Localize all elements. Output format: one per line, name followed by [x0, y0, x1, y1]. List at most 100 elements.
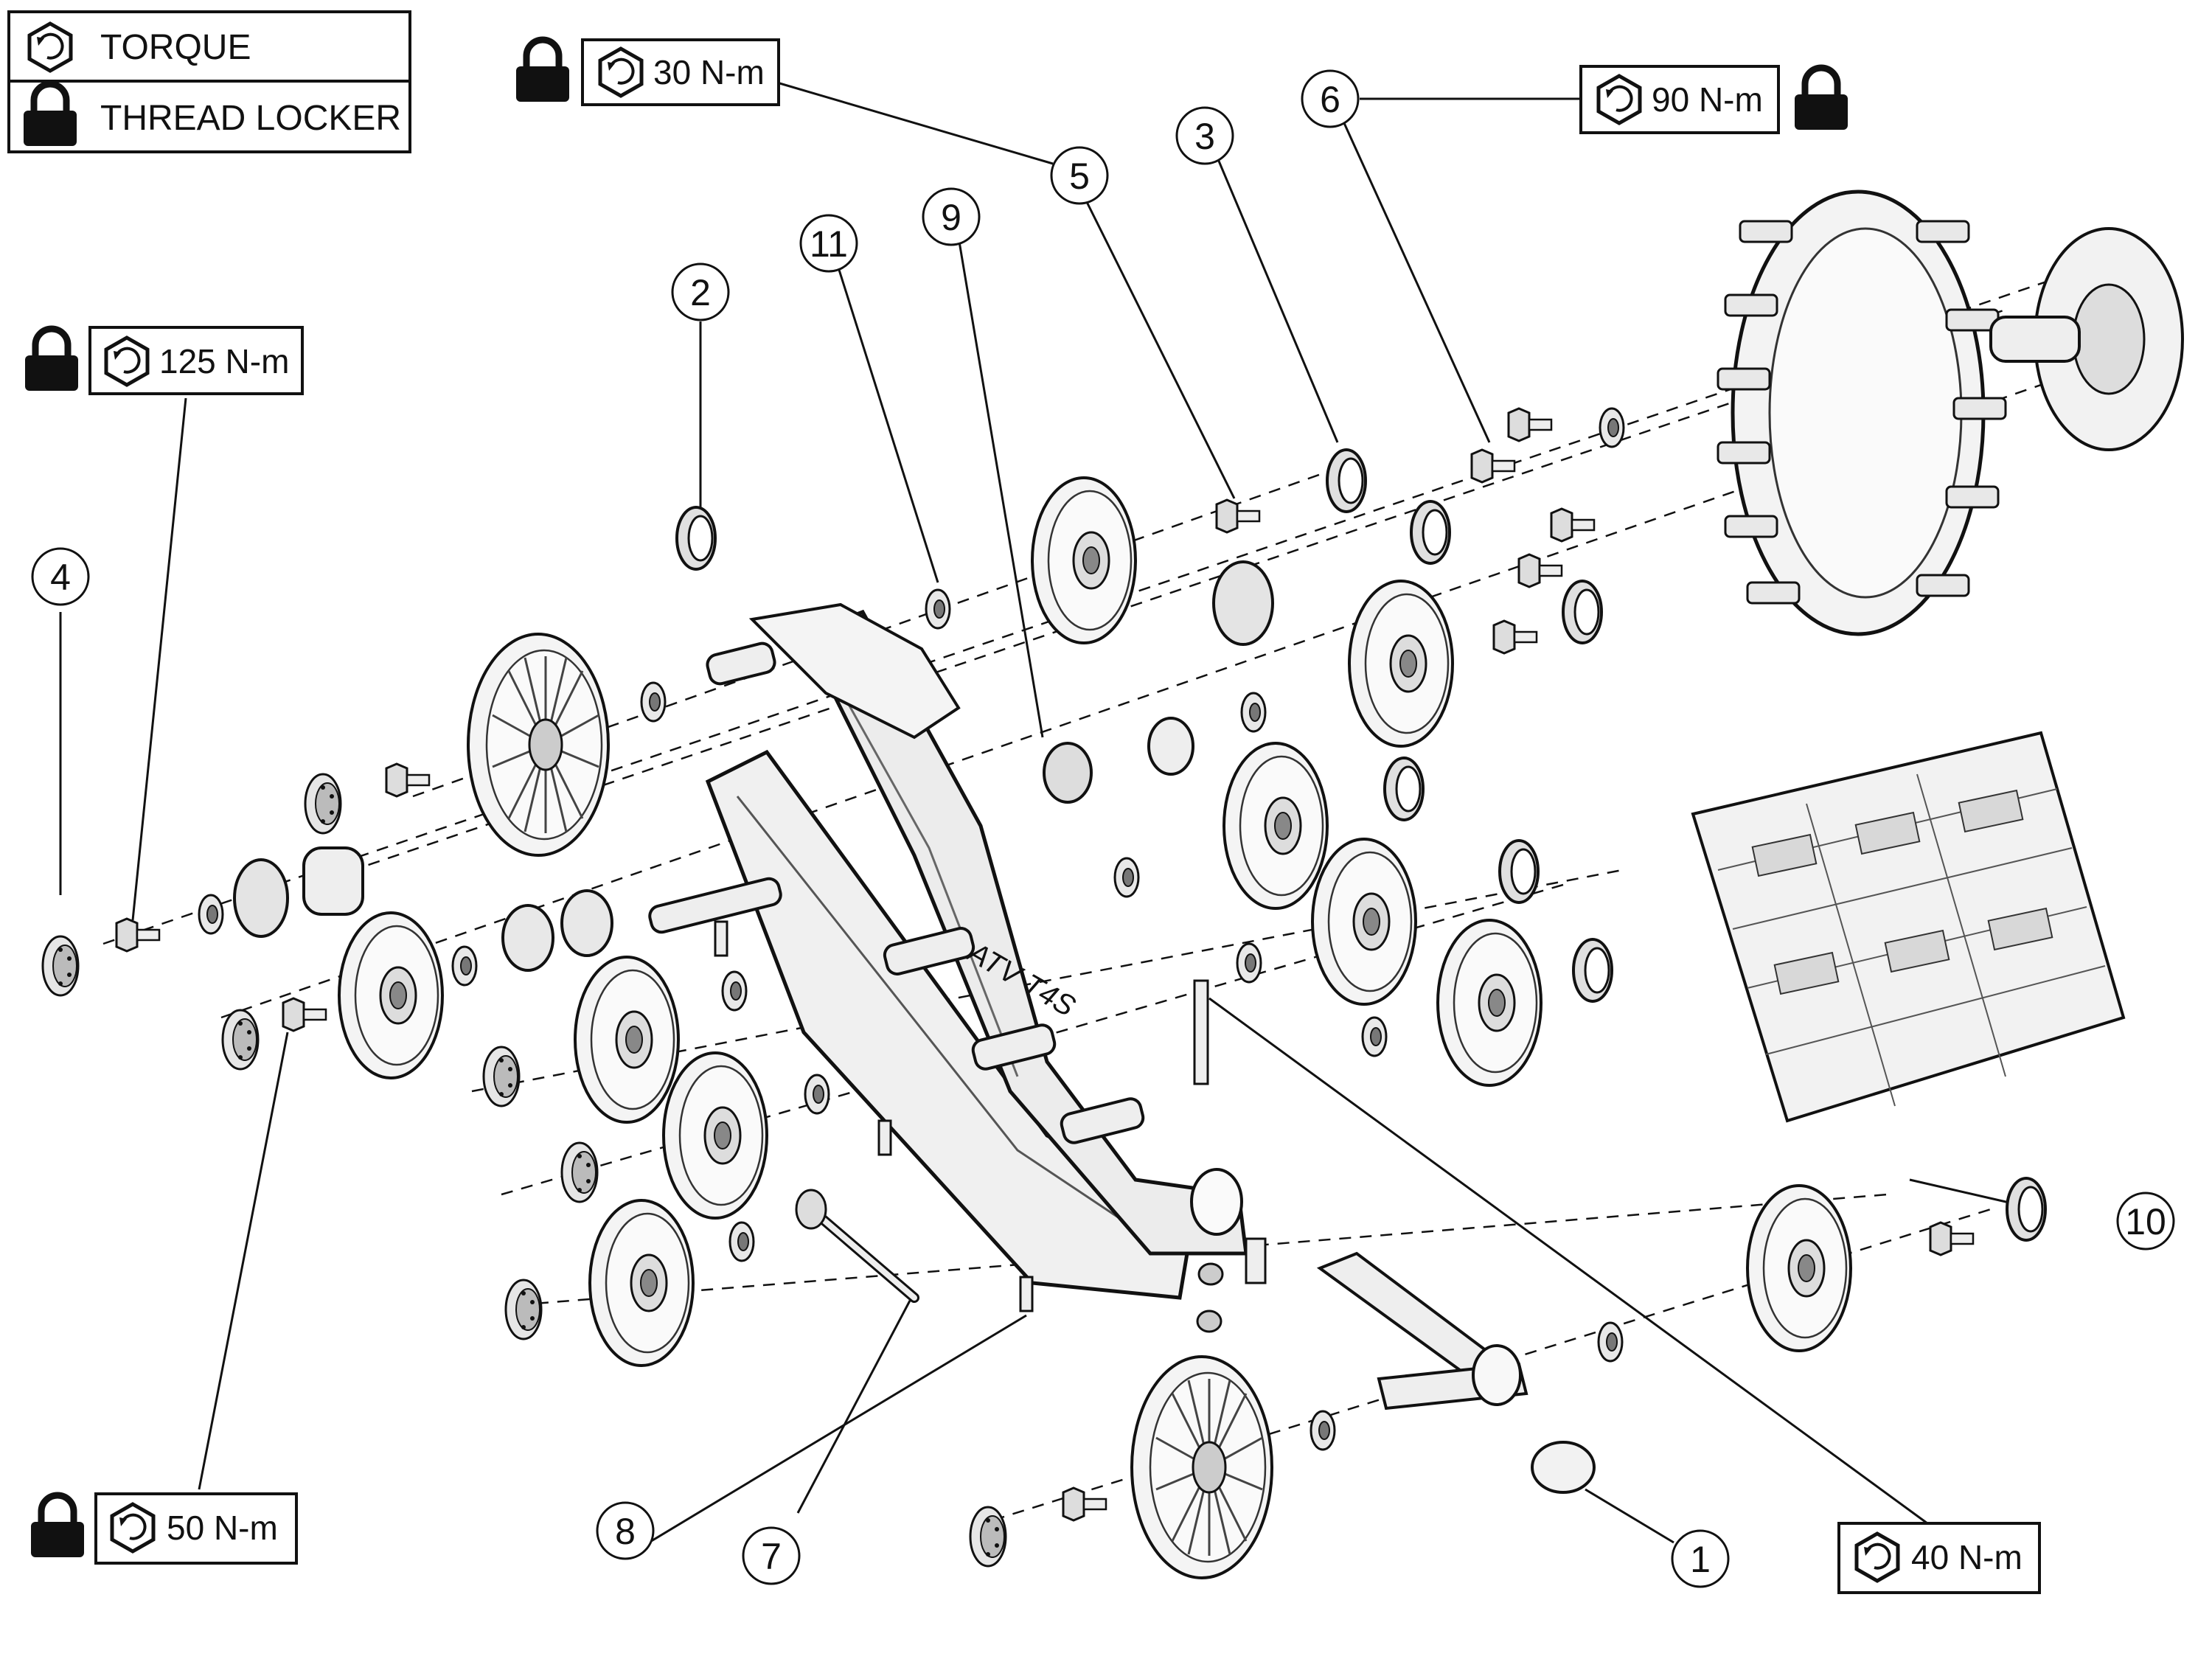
small-hardware — [41, 407, 2047, 1568]
padlock-icon — [516, 40, 569, 102]
leader-lines — [59, 81, 2020, 1548]
callout-9: 9 — [922, 187, 981, 246]
washer — [1310, 1410, 1336, 1451]
bumper-9 — [1043, 742, 1093, 804]
idler-wheel — [662, 1051, 768, 1220]
seal — [1498, 839, 1540, 904]
spec-box-30: 30 N-m — [516, 40, 780, 106]
rear-arm — [1193, 979, 1596, 1494]
svg-text:5: 5 — [1069, 156, 1090, 197]
idler-wheel — [1031, 476, 1137, 644]
idler-wheel — [574, 956, 680, 1124]
callout-8: 8 — [596, 1501, 655, 1560]
washer — [1240, 692, 1267, 733]
spacer — [302, 846, 364, 916]
bolt — [385, 762, 431, 798]
idler-wheel — [1222, 742, 1329, 910]
spec-40-text: 40 N-m — [1911, 1538, 2023, 1576]
seal — [1562, 580, 1603, 644]
legend-locker-label: THREAD LOCKER — [100, 99, 401, 138]
bolt — [115, 917, 161, 953]
spec-box-40: 40 N-m — [1837, 1522, 2041, 1594]
idler-wheels — [338, 476, 1852, 1579]
track-section — [1691, 731, 2126, 1123]
hex-torque-icon — [106, 338, 147, 385]
washer — [1599, 407, 1625, 448]
idler-wheel — [588, 1199, 695, 1367]
spec-90-text: 90 N-m — [1652, 80, 1763, 119]
bolt — [1507, 407, 1553, 442]
spec-30-text: 30 N-m — [653, 53, 765, 91]
washer — [721, 970, 748, 1012]
flange-cap — [482, 1046, 521, 1107]
svg-text:10: 10 — [2125, 1201, 2166, 1242]
washer — [1361, 1016, 1388, 1057]
washer — [728, 1221, 755, 1262]
padlock-icon — [31, 1495, 84, 1557]
idler-wheel — [1746, 1184, 1852, 1352]
flange-cap — [969, 1506, 1007, 1568]
callout-1: 1 — [1671, 1529, 1730, 1588]
hex-torque-icon — [29, 24, 71, 71]
svg-text:4: 4 — [50, 557, 71, 598]
bearing — [1212, 560, 1274, 646]
svg-text:7: 7 — [761, 1536, 782, 1577]
callout-2: 2 — [671, 262, 730, 321]
washer-11 — [925, 588, 951, 630]
legend-torque-label: TORQUE — [100, 28, 251, 67]
washer — [451, 945, 478, 987]
seal-2 — [675, 506, 717, 571]
suspension-frame: ATV T4S — [648, 602, 1248, 1300]
svg-text:9: 9 — [941, 197, 961, 238]
seal — [1383, 757, 1425, 821]
flange-cap — [504, 1279, 543, 1340]
washer — [1236, 942, 1262, 984]
end-cap — [41, 935, 80, 997]
svg-text:6: 6 — [1320, 79, 1340, 120]
flange-cap — [304, 773, 342, 835]
svg-text:2: 2 — [690, 272, 711, 313]
callouts: 1 2 3 4 5 6 7 8 9 10 11 — [31, 69, 2175, 1588]
spoked-idler-wheel — [467, 633, 610, 857]
bolt-6 — [1470, 448, 1516, 484]
callout-3: 3 — [1175, 106, 1234, 165]
bolt — [1517, 553, 1563, 588]
seal — [2006, 1177, 2047, 1242]
seal-3 — [1326, 448, 1367, 513]
bolt-5 — [1215, 498, 1261, 534]
bolt — [1492, 619, 1538, 655]
seal — [1410, 500, 1451, 565]
flange-cap — [560, 1141, 599, 1203]
idler-wheel — [1348, 580, 1454, 748]
legend-box: TORQUE THREAD LOCKER — [7, 10, 411, 153]
spacer — [1147, 717, 1194, 776]
spoked-idler-wheel — [1130, 1355, 1273, 1579]
bolt — [1062, 1486, 1107, 1522]
washer — [804, 1074, 830, 1115]
washer — [1113, 857, 1140, 898]
spec-box-50: 50 N-m — [31, 1494, 298, 1565]
hex-torque-icon — [112, 1504, 153, 1551]
callout-5: 5 — [1050, 146, 1109, 205]
svg-text:1: 1 — [1690, 1539, 1711, 1580]
washer — [640, 681, 667, 723]
spec-box-90: 90 N-m — [1579, 66, 1848, 134]
callout-10: 10 — [2116, 1192, 2175, 1251]
svg-text:8: 8 — [615, 1511, 636, 1552]
spec-50-text: 50 N-m — [167, 1509, 278, 1547]
bearing — [233, 858, 289, 938]
idler-wheel — [338, 911, 444, 1079]
bolt — [1550, 507, 1596, 543]
seal — [1572, 938, 1613, 1003]
svg-text:3: 3 — [1194, 116, 1215, 157]
bolt — [1929, 1221, 1975, 1256]
flange-cap — [221, 1009, 260, 1071]
drive-sprocket — [1717, 189, 2184, 636]
callout-11: 11 — [799, 214, 858, 273]
spec-box-125: 125 N-m — [25, 327, 304, 395]
callout-6: 6 — [1301, 69, 1360, 128]
bolt — [282, 997, 327, 1032]
washer — [1597, 1321, 1624, 1363]
padlock-icon — [25, 329, 78, 391]
